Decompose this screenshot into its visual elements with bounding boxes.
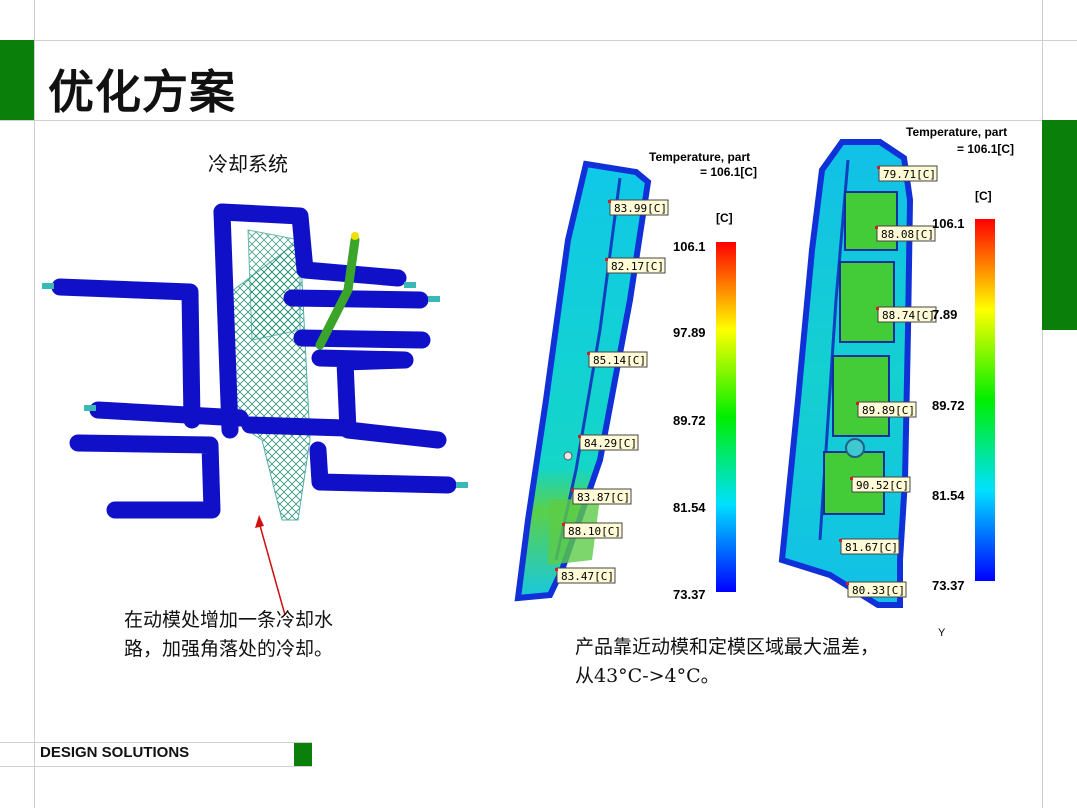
probe-value: 85.14[C] (593, 354, 646, 367)
probe-value: 83.99[C] (614, 202, 667, 215)
legend-left: Temperature, part = 106.1[C] [C] 106.1 9… (649, 150, 757, 602)
probe-label: 79.71[C] (877, 165, 938, 182)
frame-line-top (0, 40, 1077, 41)
axis-letter: Y (938, 627, 946, 639)
scale-tick: 97.89 (673, 325, 706, 340)
right-note: 产品靠近动模和定模区域最大温差， 从43°C->4°C。 (575, 633, 879, 691)
green-zone (839, 261, 895, 343)
color-scale-bar (716, 242, 736, 592)
new-channel-inlet (351, 232, 359, 240)
pipe-channel-8 (311, 349, 447, 449)
scale-tick: 73.37 (932, 578, 965, 593)
footer-label: DESIGN SOLUTIONS (40, 744, 190, 761)
pipe-tip (428, 296, 440, 302)
pipe-channel-1 (51, 278, 201, 429)
probe-label: 88.10[C] (562, 522, 623, 539)
probe-value: 79.71[C] (883, 168, 936, 181)
probe-label: 83.47[C] (555, 567, 616, 584)
probe-value: 88.74[C] (882, 309, 935, 322)
pipe-channel-3 (69, 434, 221, 519)
legend-max-value: = 106.1[C] (957, 142, 1014, 156)
probe-value: 80.33[C] (852, 584, 905, 597)
scale-tick: 73.37 (673, 587, 706, 602)
probe-value: 83.47[C] (561, 570, 614, 583)
diagram-subtitle: 冷却系统 (208, 152, 288, 176)
right-note-line: 从43°C->4°C。 (575, 665, 720, 687)
probe-label: 89.89[C] (856, 401, 917, 418)
scale-tick: 106.1 (673, 239, 706, 254)
probe-labels-right: 79.71[C] 88.08[C] 88.74[C] 89.89[C] 90.5… (839, 165, 938, 598)
probe-value: 88.10[C] (568, 525, 621, 538)
pipe-tip (84, 405, 96, 411)
scale-tick: 89.72 (673, 413, 706, 428)
title-accent-block (0, 40, 34, 120)
pipe-channel-6 (283, 289, 429, 309)
probe-label: 82.17[C] (605, 257, 666, 274)
frame-line-right (1042, 0, 1043, 808)
probe-label: 90.52[C] (850, 476, 911, 493)
probe-label: 85.14[C] (587, 351, 648, 368)
legend-max-value: = 106.1[C] (700, 165, 757, 179)
scale-tick: 106.1 (932, 216, 965, 231)
legend-title: Temperature, part (906, 125, 1007, 139)
pipe-tip (42, 283, 54, 289)
scale-tick: 7.89 (932, 307, 957, 322)
legend-unit: [C] (975, 189, 992, 203)
scale-tick: 81.54 (932, 488, 965, 503)
temperature-plot-left: 83.99[C] 82.17[C] 85.14[C] 84.29[C] 83.8… (514, 150, 757, 602)
part-boss (845, 438, 865, 458)
probe-value: 84.29[C] (584, 437, 637, 450)
left-note-line: 路，加强角落处的冷却。 (124, 638, 334, 660)
green-zone (832, 355, 890, 437)
footer-accent-block (294, 743, 312, 766)
left-note: 在动模处增加一条冷却水 路，加强角落处的冷却。 (124, 606, 333, 664)
probe-label: 81.67[C] (839, 538, 900, 555)
pipe-channel-9 (241, 416, 354, 437)
cooling-mesh (219, 229, 311, 521)
pipe-channel-5 (213, 203, 239, 439)
new-cooling-channel (315, 235, 360, 350)
probe-label: 83.99[C] (608, 199, 669, 216)
pipe-channel-10 (309, 441, 457, 494)
frame-line-title (0, 120, 1077, 121)
probe-label: 83.87[C] (571, 488, 632, 505)
pipe-channel-2 (89, 401, 249, 427)
probe-label: 84.29[C] (578, 434, 639, 451)
probe-value: 90.52[C] (856, 479, 909, 492)
probe-value: 83.87[C] (577, 491, 630, 504)
right-note-line: 产品靠近动模和定模区域最大温差， (575, 636, 880, 658)
probe-label: 80.33[C] (846, 581, 907, 598)
pipe-tip (456, 482, 468, 488)
legend-right: Temperature, part = 106.1[C] [C] 106.1 7… (906, 125, 1014, 639)
cooling-system-diagram (42, 203, 468, 616)
page-title: 优化方案 (48, 65, 236, 119)
frame-line-left (34, 0, 35, 808)
frame-line-footer-top (0, 742, 312, 743)
probe-labels-left: 83.99[C] 82.17[C] 85.14[C] 84.29[C] 83.8… (555, 199, 669, 584)
probe-value: 81.67[C] (845, 541, 898, 554)
frame-line-footer-bottom (0, 766, 312, 767)
callout-arrow (255, 515, 286, 616)
legend-title: Temperature, part (649, 150, 750, 164)
part-hole (563, 451, 573, 461)
color-scale-bar (975, 219, 995, 581)
pipe-tip (404, 282, 416, 288)
probe-label: 88.74[C] (876, 306, 937, 323)
left-note-line: 在动模处增加一条冷却水 (124, 609, 334, 631)
probe-label: 88.08[C] (875, 225, 936, 242)
probe-value: 88.08[C] (881, 228, 934, 241)
legend-unit: [C] (716, 211, 733, 225)
pipe-tips (42, 282, 468, 488)
scale-tick: 89.72 (932, 398, 965, 413)
side-accent-block (1042, 120, 1077, 330)
scale-tick: 81.54 (673, 500, 706, 515)
temperature-plot-right: 79.71[C] 88.08[C] 88.74[C] 89.89[C] 90.5… (778, 125, 1014, 639)
probe-value: 89.89[C] (862, 404, 915, 417)
probe-value: 82.17[C] (611, 260, 664, 273)
